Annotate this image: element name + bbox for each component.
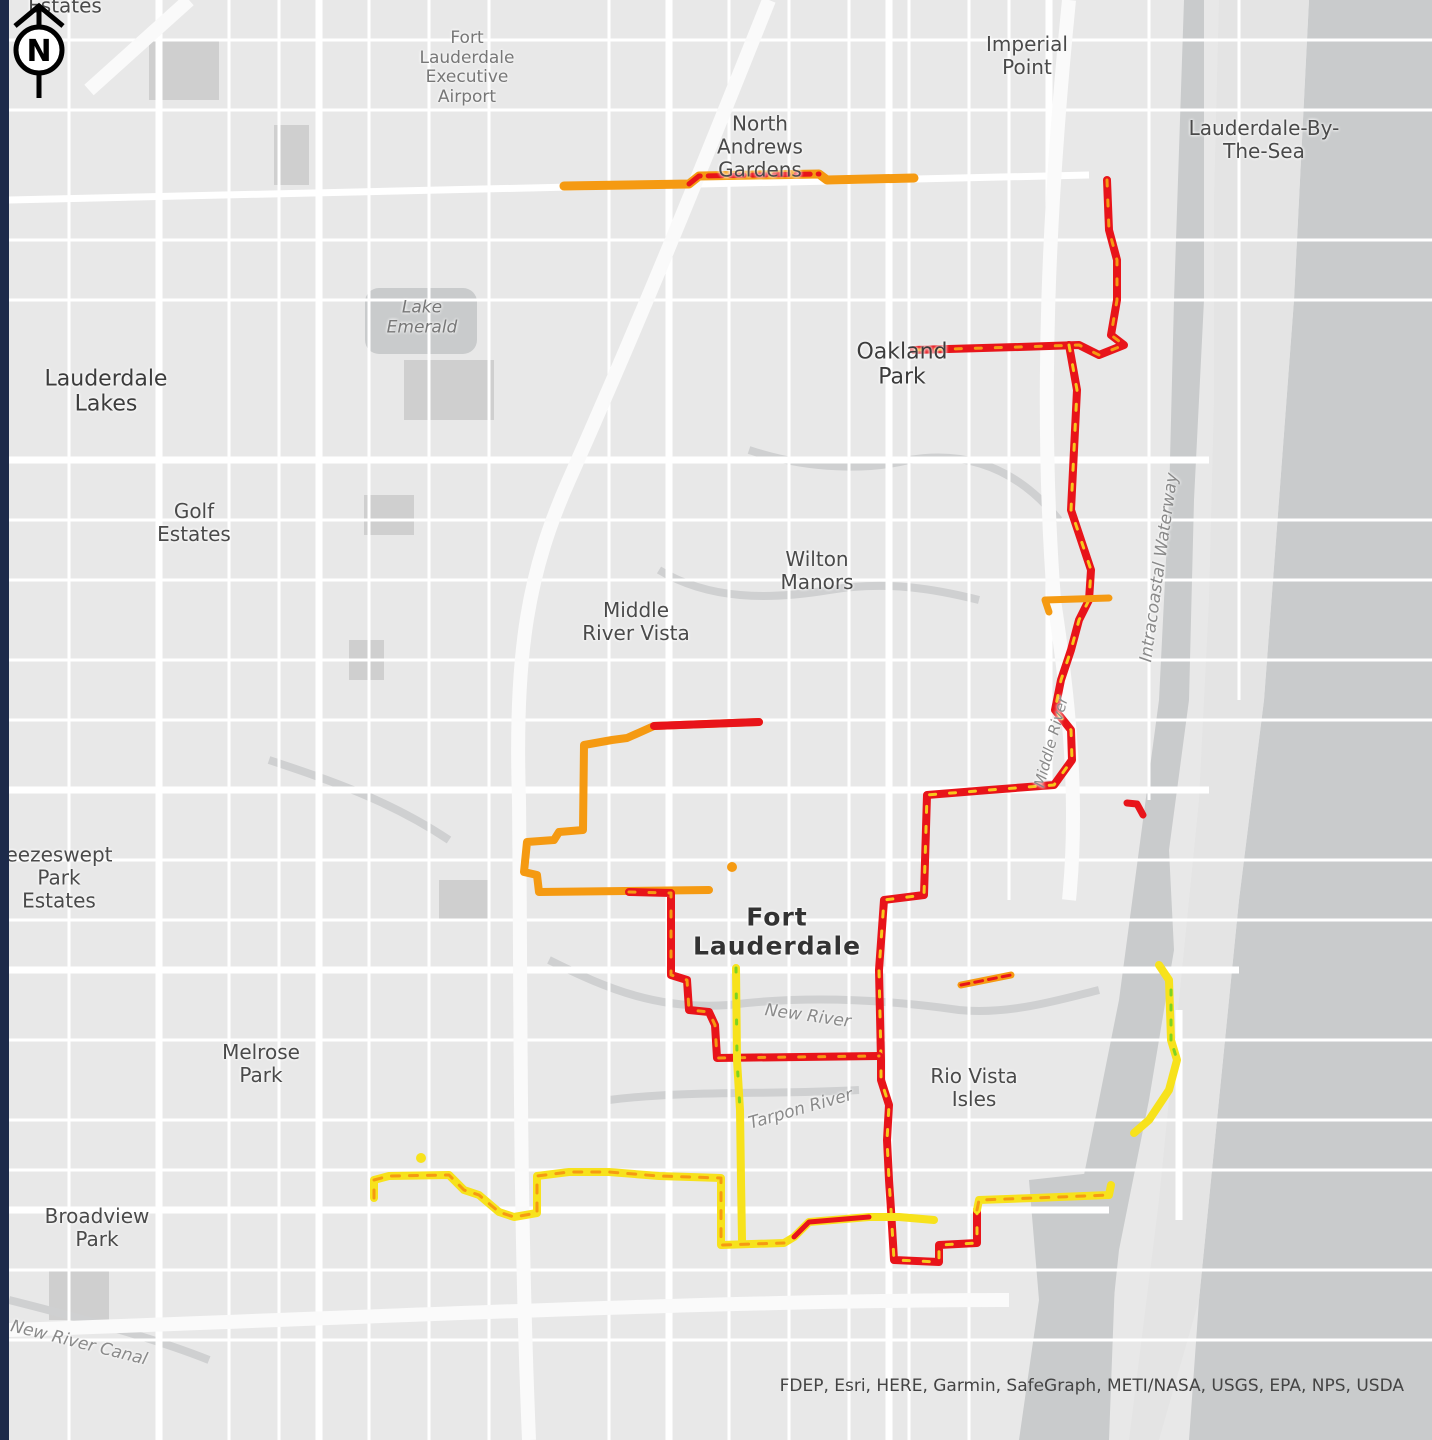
place-label-broadview-park: Broadview Park — [44, 1204, 150, 1251]
route-segment — [732, 964, 746, 1244]
route-segment — [1123, 799, 1147, 819]
port-water — [1019, 1170, 1119, 1440]
place-label-oakland-park: Oakland Park — [856, 339, 948, 390]
north-letter: N — [26, 34, 51, 69]
route-segment — [520, 718, 763, 896]
place-label-golf-estates: Golf Estates — [157, 499, 231, 546]
route-segment — [1041, 594, 1113, 616]
route-segment — [975, 1193, 1111, 1212]
map-canvas[interactable]: Estates Fort Lauderdale Executive Airpor… — [9, 0, 1432, 1440]
route-segment — [686, 171, 822, 187]
place-label-lauderdale-by-the-sea: Lauderdale-By-The-Sea — [1188, 116, 1340, 163]
place-label-lauderdale-lakes: Lauderdale Lakes — [44, 366, 168, 417]
route-segment — [910, 176, 1128, 359]
route-segment — [372, 1170, 786, 1247]
place-label-rio-vista: Rio Vista Isles — [930, 1064, 1018, 1111]
place-label-breezeswept: eezeswept Park Estates — [9, 842, 113, 913]
lake-emerald-water — [365, 288, 477, 354]
place-label-middle-river-vista: Middle River Vista — [582, 598, 690, 645]
route-segment — [959, 973, 1013, 987]
attribution-text[interactable]: FDEP, Esri, HERE, Garmin, SafeGraph, MET… — [779, 1376, 1404, 1396]
north-arrow-icon: N — [13, 2, 65, 98]
route-overlay — [370, 169, 1181, 1266]
route-segment — [734, 966, 742, 1112]
route-segment — [791, 1214, 872, 1240]
place-label-fort-lauderdale: Fort Lauderdale — [692, 902, 862, 960]
route-segment — [627, 890, 881, 1060]
route-segment — [650, 718, 763, 730]
route-point — [727, 862, 737, 872]
route-segment — [370, 1168, 938, 1249]
place-label-wilton-manors: Wilton Manors — [780, 547, 854, 594]
route-segment — [1169, 988, 1179, 1062]
route-point — [416, 1153, 426, 1163]
place-label-north-andrews: North Andrews Gardens — [717, 111, 803, 182]
route-segment — [877, 343, 1093, 1264]
place-label-imperial-point: Imperial Point — [986, 32, 1068, 79]
place-label-lake-emerald: Lake Emerald — [386, 297, 458, 337]
place-label-melrose-park: Melrose Park — [222, 1040, 300, 1087]
place-label-airport: Fort Lauderdale Executive Airport — [419, 27, 515, 107]
route-segment — [875, 341, 1095, 1266]
route-segment — [912, 178, 1126, 357]
route-segment — [1130, 961, 1181, 1137]
